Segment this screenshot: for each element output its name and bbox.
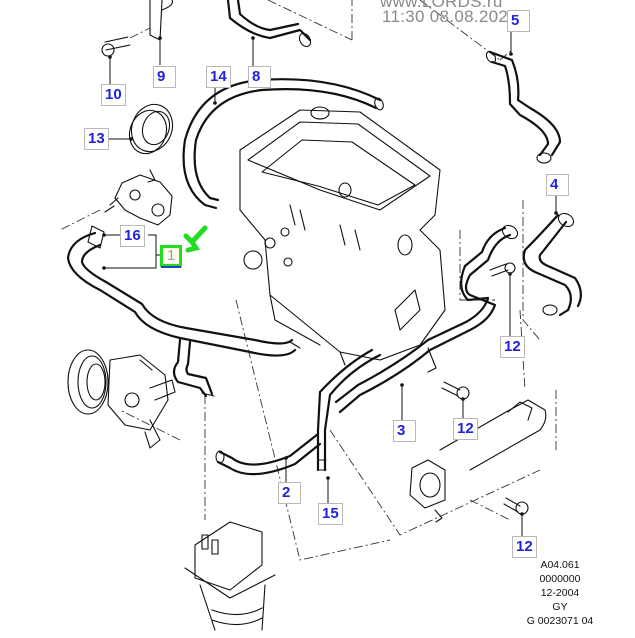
part-12-bolts — [441, 262, 529, 536]
callout-10[interactable]: 10 — [101, 84, 126, 106]
callout-12-lower[interactable]: 12 — [512, 536, 537, 558]
callout-8[interactable]: 8 — [248, 66, 271, 88]
part-4-hose — [522, 194, 582, 317]
meta-date: 12-2004 — [540, 587, 580, 599]
meta-ref: A04.061 — [540, 559, 580, 571]
part-2-hose — [215, 432, 322, 482]
water-pump — [67, 349, 176, 449]
callout-14[interactable]: 14 — [206, 66, 231, 88]
meta-code: 0000000 — [539, 573, 581, 585]
meta-region: GY — [552, 601, 568, 613]
part-13-seal — [106, 103, 174, 155]
callout-12-middle[interactable]: 12 — [453, 418, 478, 440]
watermark-site: www.LORDS.ru — [380, 0, 503, 11]
callout-9[interactable]: 9 — [153, 66, 176, 88]
part-1-main-hose — [66, 225, 301, 398]
part-8-hose — [226, 0, 312, 66]
callout-3[interactable]: 3 — [393, 420, 416, 442]
callout-4[interactable]: 4 — [546, 174, 569, 196]
callout-2[interactable]: 2 — [278, 482, 301, 504]
pointer-arrow-icon — [183, 225, 208, 253]
phantom-lines — [59, 0, 557, 561]
part-3-pipe — [316, 224, 519, 503]
drawing-metadata: A04.061 0000000 12-2004 GY G 0023071 04 — [505, 558, 615, 628]
callout-1-highlighted[interactable]: 1 — [160, 245, 183, 268]
callout-13[interactable]: 13 — [84, 128, 109, 150]
part-10-bolt — [101, 27, 151, 84]
callout-16[interactable]: 16 — [120, 225, 145, 247]
oil-cooler — [184, 521, 276, 631]
thermostat-housing — [104, 169, 173, 226]
part-5-hose — [485, 30, 562, 164]
callout-5[interactable]: 5 — [507, 10, 530, 32]
watermark-timestamp: 11:30 08.08.2022 — [382, 7, 518, 26]
callout-15[interactable]: 15 — [318, 503, 343, 525]
egr-cooler — [409, 399, 547, 523]
part-9-bracket — [149, 0, 174, 65]
meta-drawing-number: G 0023071 04 — [526, 615, 594, 627]
callout-12-upper[interactable]: 12 — [500, 336, 525, 358]
engine-block — [239, 106, 446, 366]
